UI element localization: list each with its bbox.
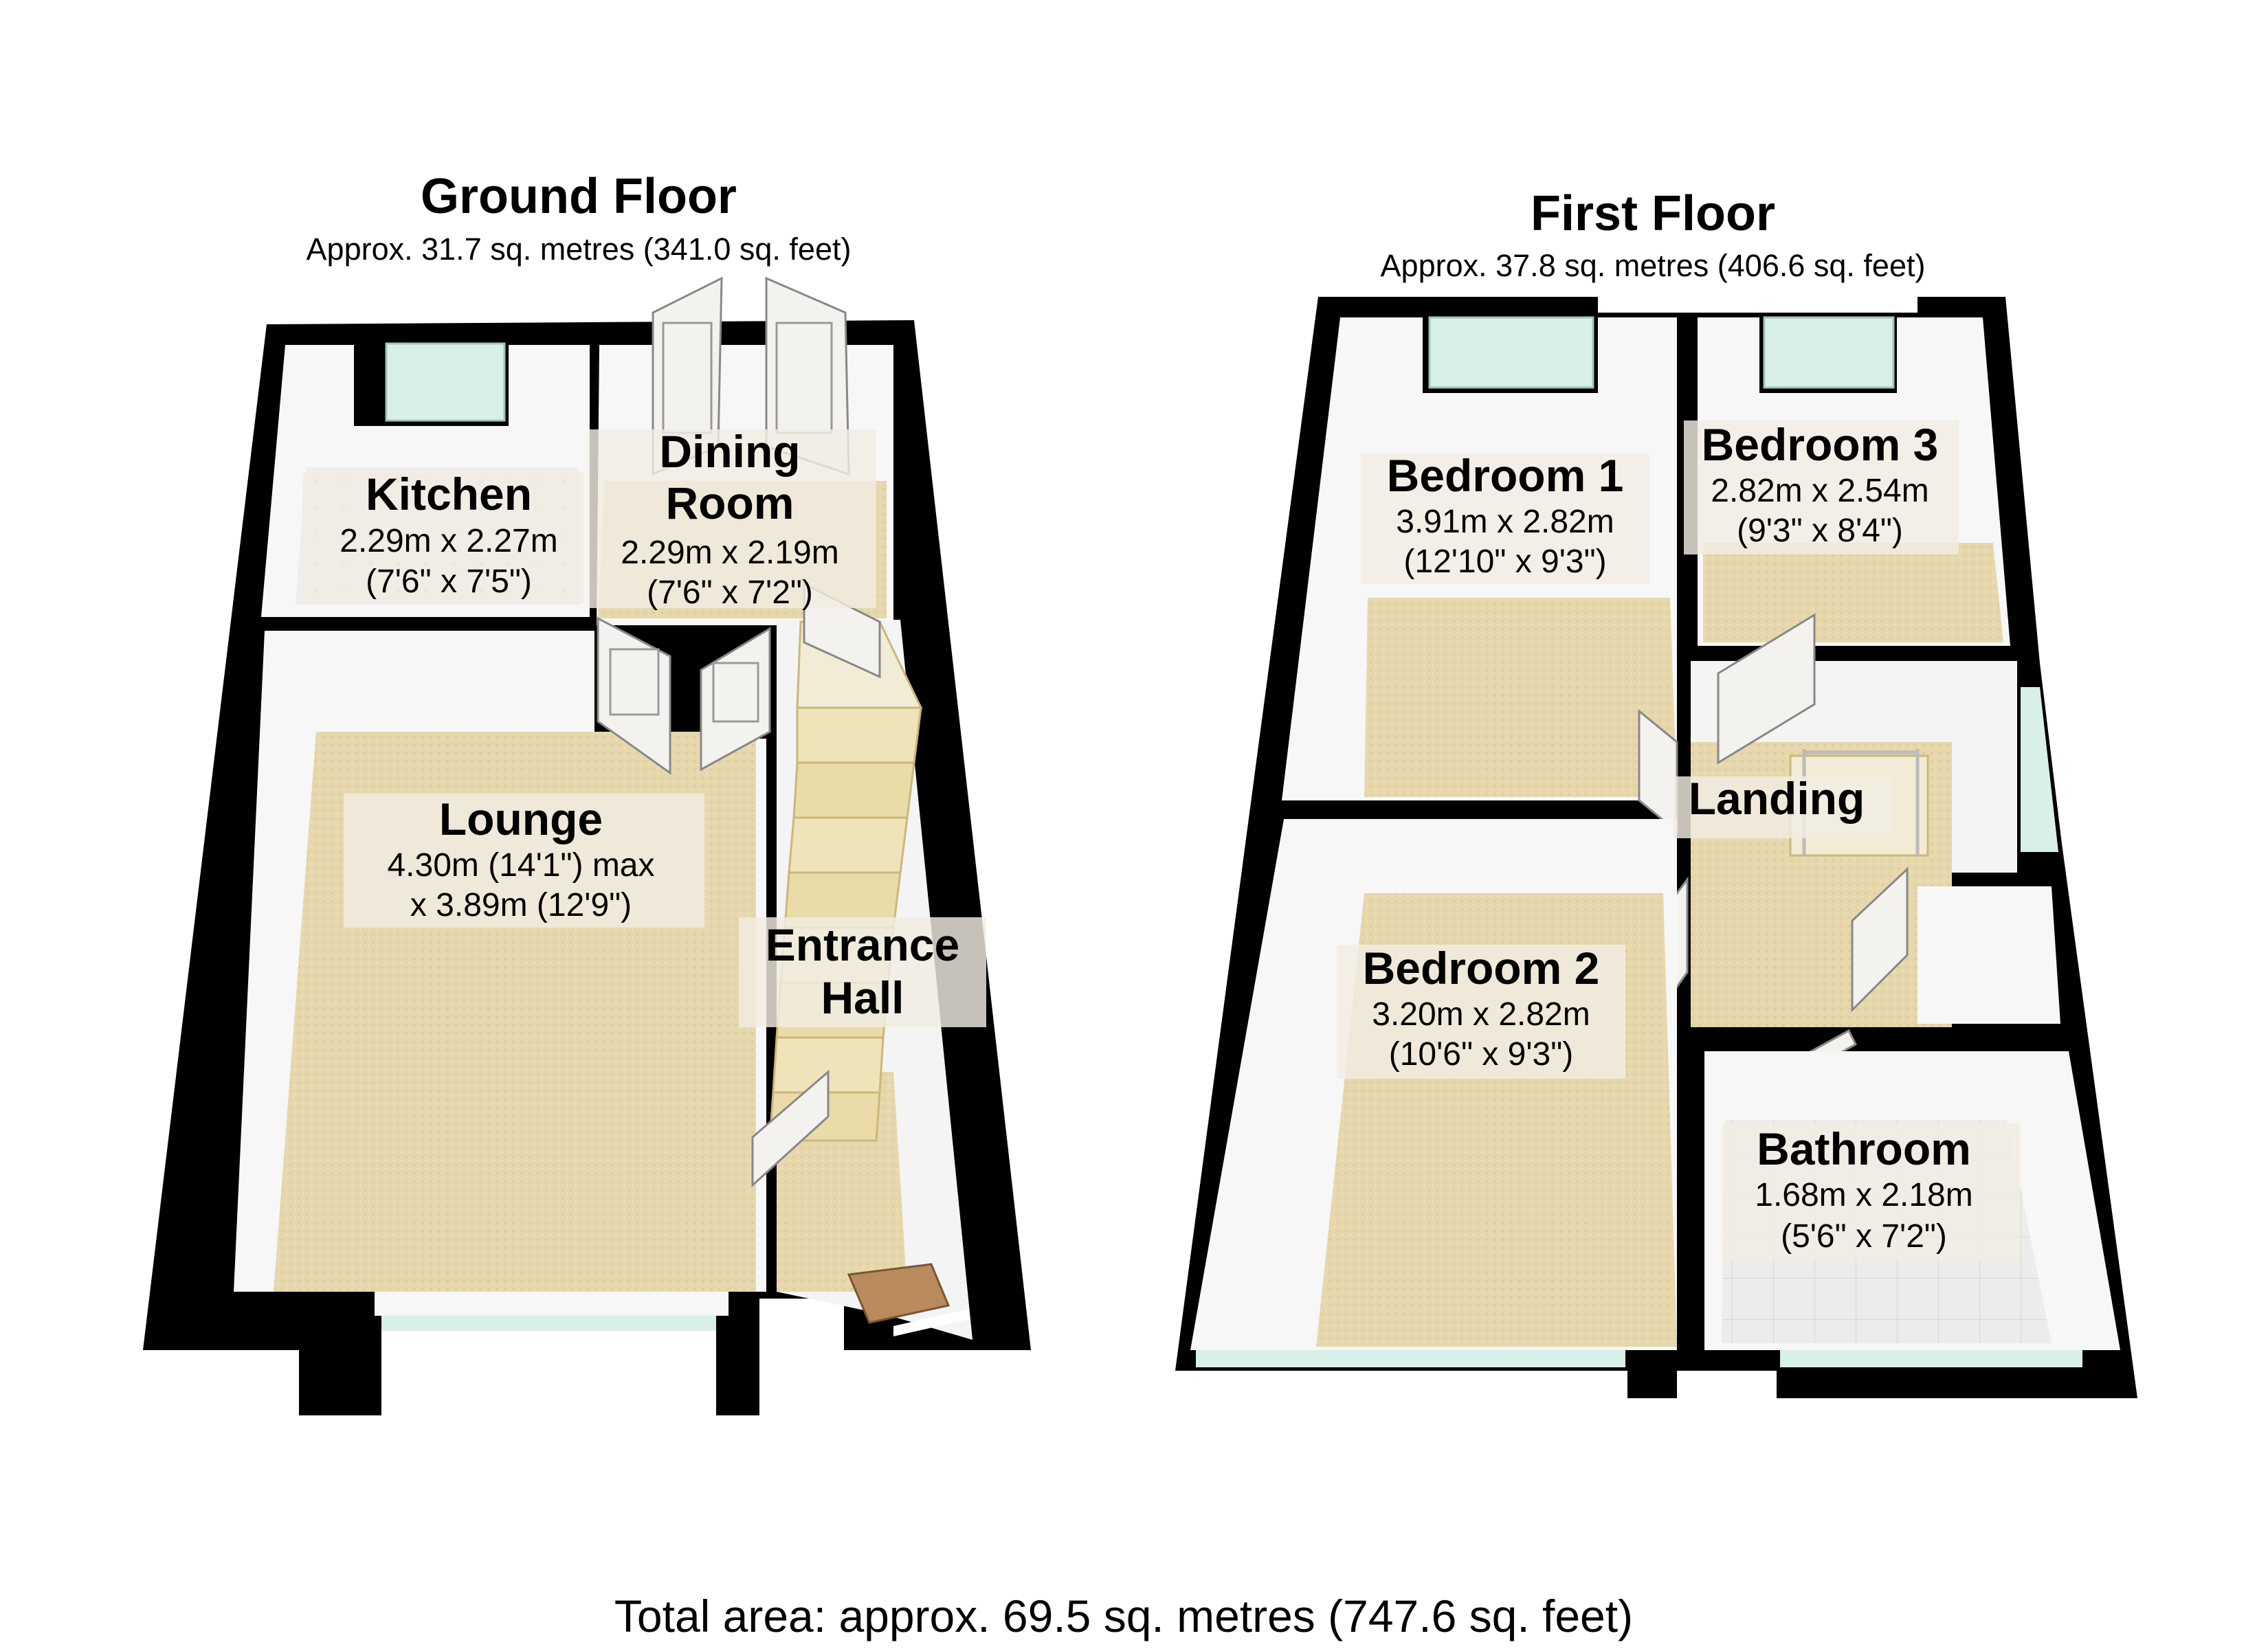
bedroom-2-label: Bedroom 2 [1363, 943, 1600, 994]
bedroom-2-dims-imperial: (10'6" x 9'3") [1389, 1036, 1574, 1073]
bathroom-dims-imperial: (5'6" x 7'2") [1781, 1218, 1947, 1255]
dining-room-label-line1: Dining [659, 426, 800, 477]
bedroom-1-dims: 3.91m x 2.82m [1396, 504, 1614, 540]
total-area: Total area: approx. 69.5 sq. metres (747… [614, 1591, 1633, 1641]
landing-window [2021, 687, 2058, 852]
bedroom-1-label: Bedroom 1 [1387, 450, 1624, 501]
bedroom-3-label: Bedroom 3 [1702, 419, 1939, 470]
bathroom-label: Bathroom [1757, 1123, 1971, 1174]
bedroom-1-dims-imperial: (12'10" x 9'3") [1403, 543, 1606, 580]
first-floor-area: Approx. 37.8 sq. metres (406.6 sq. feet) [1381, 248, 1926, 283]
bedroom-1-floor [1364, 598, 1677, 797]
lounge-label: Lounge [439, 794, 603, 844]
kitchen-label: Kitchen [366, 469, 532, 519]
front-door-mat [847, 1263, 950, 1324]
bedroom-3-dims: 2.82m x 2.54m [1711, 473, 1928, 509]
kitchen-window [385, 342, 506, 422]
kitchen-dims-imperial: (7'6" x 7'5") [366, 563, 532, 600]
landing-label: Landing [1689, 773, 1865, 824]
ground-floor-plan: Kitchen 2.29m x 2.27m (7'6" x 7'5") Dini… [143, 276, 1031, 1415]
bathroom-dims: 1.68m x 2.18m [1755, 1177, 1972, 1213]
kitchen-dims: 2.29m x 2.27m [340, 523, 557, 559]
bedroom-2-window [1196, 1350, 1625, 1367]
front-door [893, 1309, 969, 1336]
dining-room-dims: 2.29m x 2.19m [621, 535, 838, 571]
lounge-doors [597, 616, 771, 775]
dining-room-dims-imperial: (7'6" x 7'2") [647, 574, 813, 611]
entrance-hall-label-line2: Hall [821, 972, 904, 1023]
bedroom-3-dims-imperial: (9'3" x 8'4") [1737, 513, 1903, 549]
bedroom-1-window [1428, 316, 1594, 389]
entrance-hall-label-line1: Entrance [766, 919, 959, 970]
ground-floor-title: Ground Floor [421, 169, 737, 224]
bathroom-window [1780, 1350, 2082, 1367]
patio-door [652, 276, 850, 476]
dining-room-label-line2: Room [666, 478, 794, 528]
lounge-dims: 4.30m (14'1") max [387, 847, 654, 884]
first-floor-title: First Floor [1531, 186, 1775, 241]
lounge-window [381, 1316, 716, 1331]
ground-floor-area: Approx. 31.7 sq. metres (341.0 sq. feet) [307, 232, 852, 267]
bedroom-3-floor [1703, 543, 2003, 642]
cupboard-wall-faces [1917, 886, 2060, 1024]
lounge-dims-imperial: x 3.89m (12'9") [410, 887, 632, 923]
first-floor-plan: Bedroom 1 3.91m x 2.82m (12'10" x 9'3") … [1175, 297, 2137, 1398]
bedroom-2-dims: 3.20m x 2.82m [1372, 996, 1590, 1033]
bedroom-3-window [1763, 316, 1895, 389]
